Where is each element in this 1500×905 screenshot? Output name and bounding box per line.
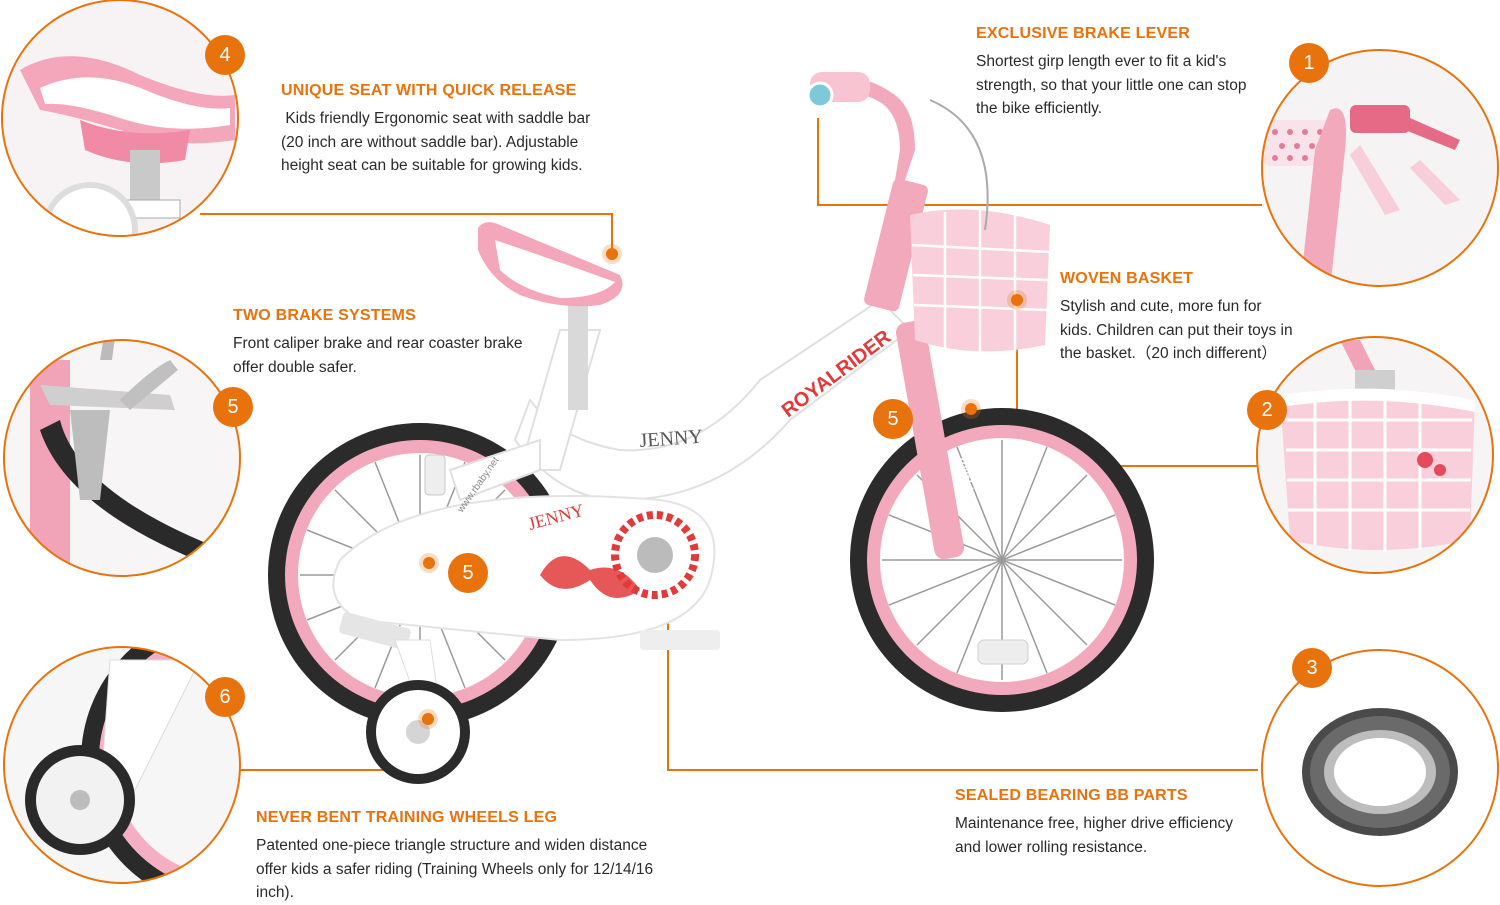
badge-5: 5 [213, 387, 253, 427]
feature-basket-title: WOVEN BASKET [1060, 270, 1194, 287]
zoom-circle-training-wheels [3, 646, 241, 884]
hotspot-basket [1011, 294, 1023, 306]
feature-brake-lever-body: Shortest girp length ever to fit a kid's… [976, 53, 1247, 117]
badge-5-front-brake: 5 [873, 399, 913, 439]
badge-3: 3 [1292, 648, 1332, 688]
feature-bearing-body: Maintenance free, higher drive efficienc… [955, 815, 1234, 856]
feature-seat-title: UNIQUE SEAT WITH QUICK RELEASE [281, 82, 577, 99]
badge-1: 1 [1289, 43, 1329, 83]
feature-bearing-title: SEALED BEARING BB PARTS [955, 787, 1188, 804]
feature-seat: UNIQUE SEAT WITH QUICK RELEASE Kids frie… [281, 82, 661, 178]
badge-4: 4 [205, 35, 245, 75]
zoom-circle-basket [1256, 336, 1494, 574]
feature-basket: WOVEN BASKET Stylish and cute, more fun … [1060, 270, 1330, 366]
feature-training-wheels: NEVER BENT TRAINING WHEELS LEG Patented … [256, 809, 726, 905]
hotspot-front-brake [965, 403, 977, 415]
zoom-circle-seat [1, 0, 239, 237]
feature-basket-body: Stylish and cute, more fun for kids. Chi… [1060, 298, 1293, 362]
zoom-circle-bearing [1261, 649, 1499, 887]
feature-training-wheels-body: Patented one-piece triangle structure an… [256, 837, 654, 901]
badge-2: 2 [1247, 390, 1287, 430]
feature-seat-body: Kids friendly Ergonomic seat with saddle… [281, 110, 591, 174]
feature-bearing: SEALED BEARING BB PARTS Maintenance free… [955, 787, 1275, 859]
feature-brake-lever: EXCLUSIVE BRAKE LEVER Shortest girp leng… [976, 25, 1296, 121]
hotspot-rear-brake [423, 557, 435, 569]
feature-brakes-body: Front caliper brake and rear coaster bra… [233, 335, 523, 376]
zoom-circle-brakes [3, 339, 241, 577]
badge-6: 6 [205, 677, 245, 717]
feature-brakes-title: TWO BRAKE SYSTEMS [233, 307, 416, 324]
feature-brake-lever-title: EXCLUSIVE BRAKE LEVER [976, 25, 1191, 42]
badge-5-rear-brake: 5 [448, 553, 488, 593]
model-text: JENNY [639, 426, 704, 452]
hotspot-seat [606, 248, 618, 260]
zoom-circle-brake-lever [1261, 49, 1499, 287]
feature-training-wheels-title: NEVER BENT TRAINING WHEELS LEG [256, 809, 558, 826]
feature-brakes: TWO BRAKE SYSTEMS Front caliper brake an… [233, 307, 573, 379]
bike [268, 72, 1154, 784]
hotspot-training-wheel [422, 713, 434, 725]
